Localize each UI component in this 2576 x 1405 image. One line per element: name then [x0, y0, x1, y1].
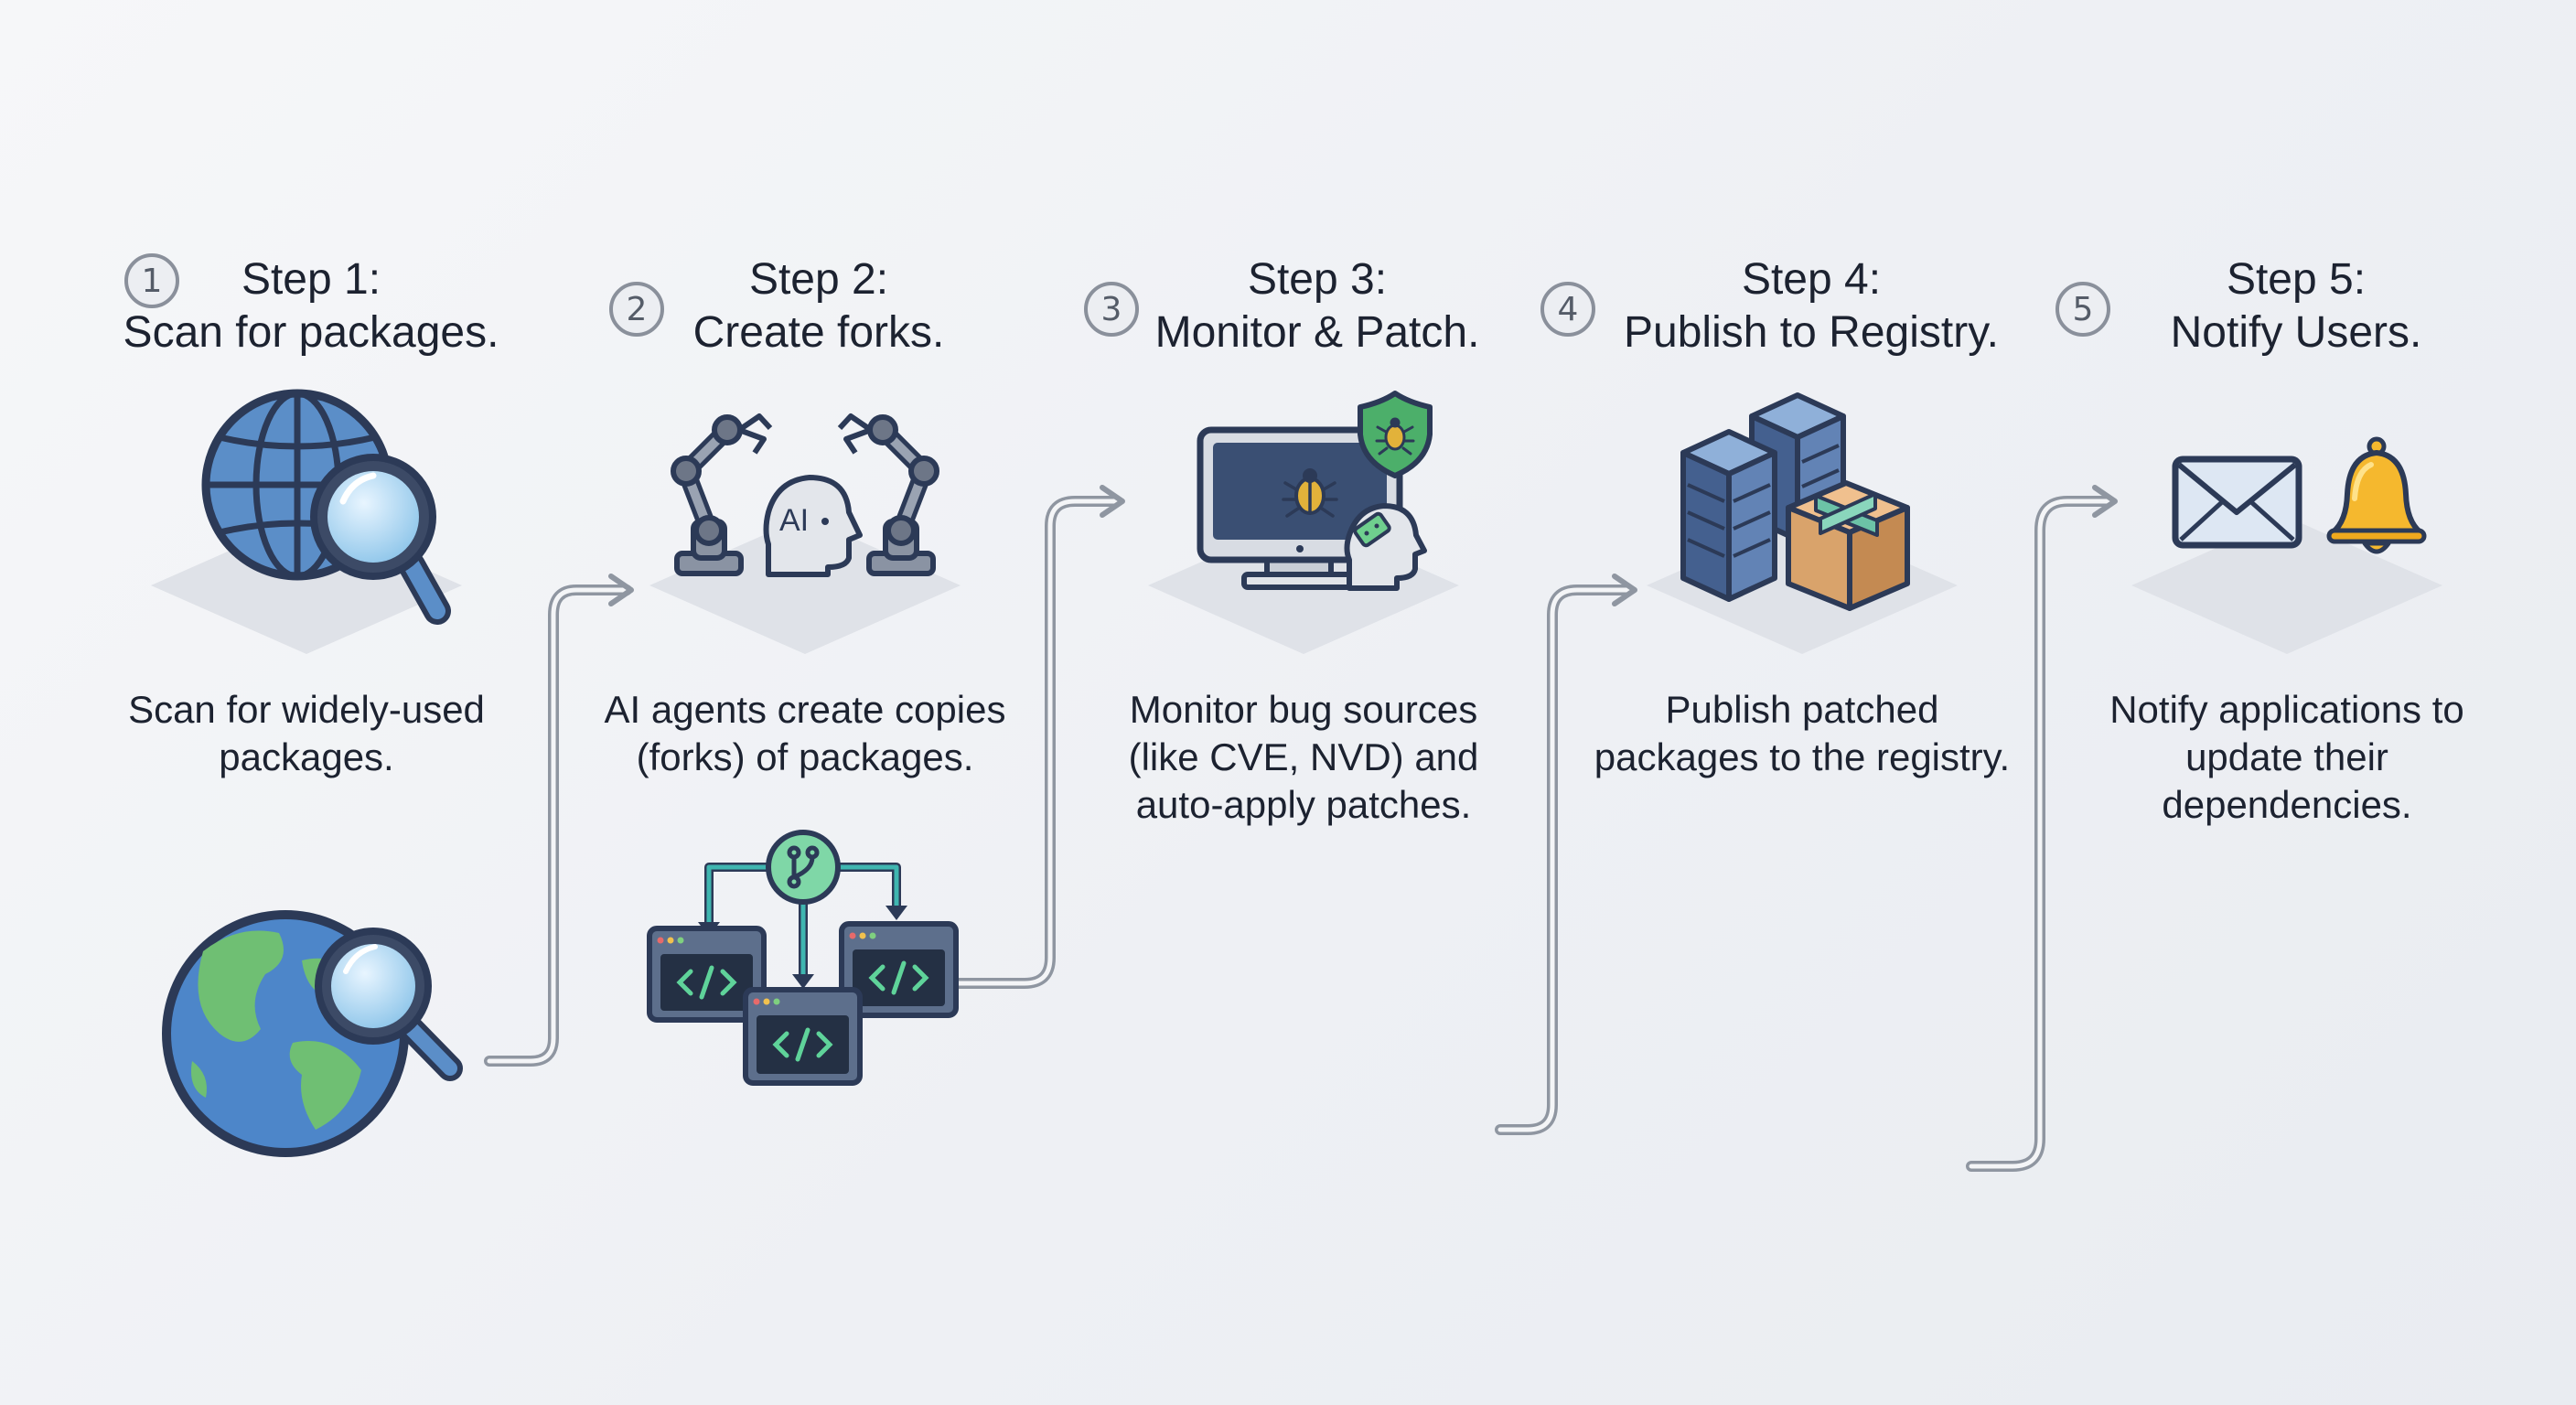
- patch-head-icon: [1344, 503, 1427, 591]
- step-title-line1: Step 2:: [748, 255, 889, 304]
- step-number-badge: 2: [609, 282, 664, 337]
- ai-head-icon: AI: [763, 475, 863, 577]
- shield-bug-icon: [1358, 391, 1433, 478]
- step-title: Step 1: Scan for packages.: [119, 253, 503, 359]
- step-title-line2: Create forks.: [692, 308, 945, 357]
- step-title-line1: Step 4:: [1741, 255, 1882, 304]
- step-number-badge: 3: [1084, 282, 1139, 337]
- robot-arm-icon: [837, 413, 939, 576]
- step-title: Step 4: Publish to Registry.: [1592, 253, 2031, 359]
- step-title-line2: Monitor & Patch.: [1154, 308, 1480, 357]
- step-description: Notify applications to update their depe…: [2109, 688, 2464, 826]
- robot-arm-icon: [671, 413, 773, 576]
- step-title-line1: Step 5:: [2226, 255, 2367, 304]
- step-number-badge: 5: [2055, 282, 2110, 337]
- bug-icon: [1282, 468, 1338, 518]
- package-box-icon: [1786, 480, 1910, 611]
- platform-step5: [2131, 517, 2442, 654]
- step-title: Step 3: Monitor & Patch.: [1125, 253, 1509, 359]
- connector-4-5: [1966, 485, 2118, 1172]
- magnifier-icon: [315, 928, 463, 1081]
- bell-icon: [2326, 436, 2427, 554]
- step-title: Step 5: Notify Users.: [2104, 253, 2488, 359]
- server-icon: [1680, 429, 1777, 602]
- step-description: Publish patched packages to the registry…: [1594, 688, 2011, 778]
- step-title-line2: Notify Users.: [2170, 308, 2422, 357]
- step-number-badge: 1: [124, 253, 179, 308]
- connector-1-2: [484, 574, 634, 1067]
- step-title-line2: Scan for packages.: [123, 308, 499, 357]
- step-title: Step 2: Create forks.: [640, 253, 997, 359]
- step-title-line2: Publish to Registry.: [1624, 308, 1999, 357]
- connector-3-4: [1495, 574, 1637, 1135]
- step-number-badge: 4: [1540, 282, 1595, 337]
- envelope-icon: [2172, 456, 2302, 549]
- connectors: [484, 485, 2118, 1172]
- step-description: Monitor bug sources (like CVE, NVD) and …: [1128, 688, 1479, 826]
- step-title-line1: Step 3:: [1247, 255, 1388, 304]
- step-title-line1: Step 1:: [241, 255, 381, 304]
- connector-2-3: [950, 485, 1125, 989]
- magnifier-icon: [310, 454, 451, 625]
- code-window-icon: [743, 987, 863, 1086]
- code-window-icon: [647, 926, 767, 1023]
- code-window-icon: [839, 921, 959, 1018]
- ai-head-label: AI: [779, 503, 809, 538]
- git-branch-icon: [698, 830, 907, 989]
- step-description: Scan for widely-used packages.: [128, 688, 485, 778]
- step-description: AI agents create copies (forks) of packa…: [604, 688, 1006, 778]
